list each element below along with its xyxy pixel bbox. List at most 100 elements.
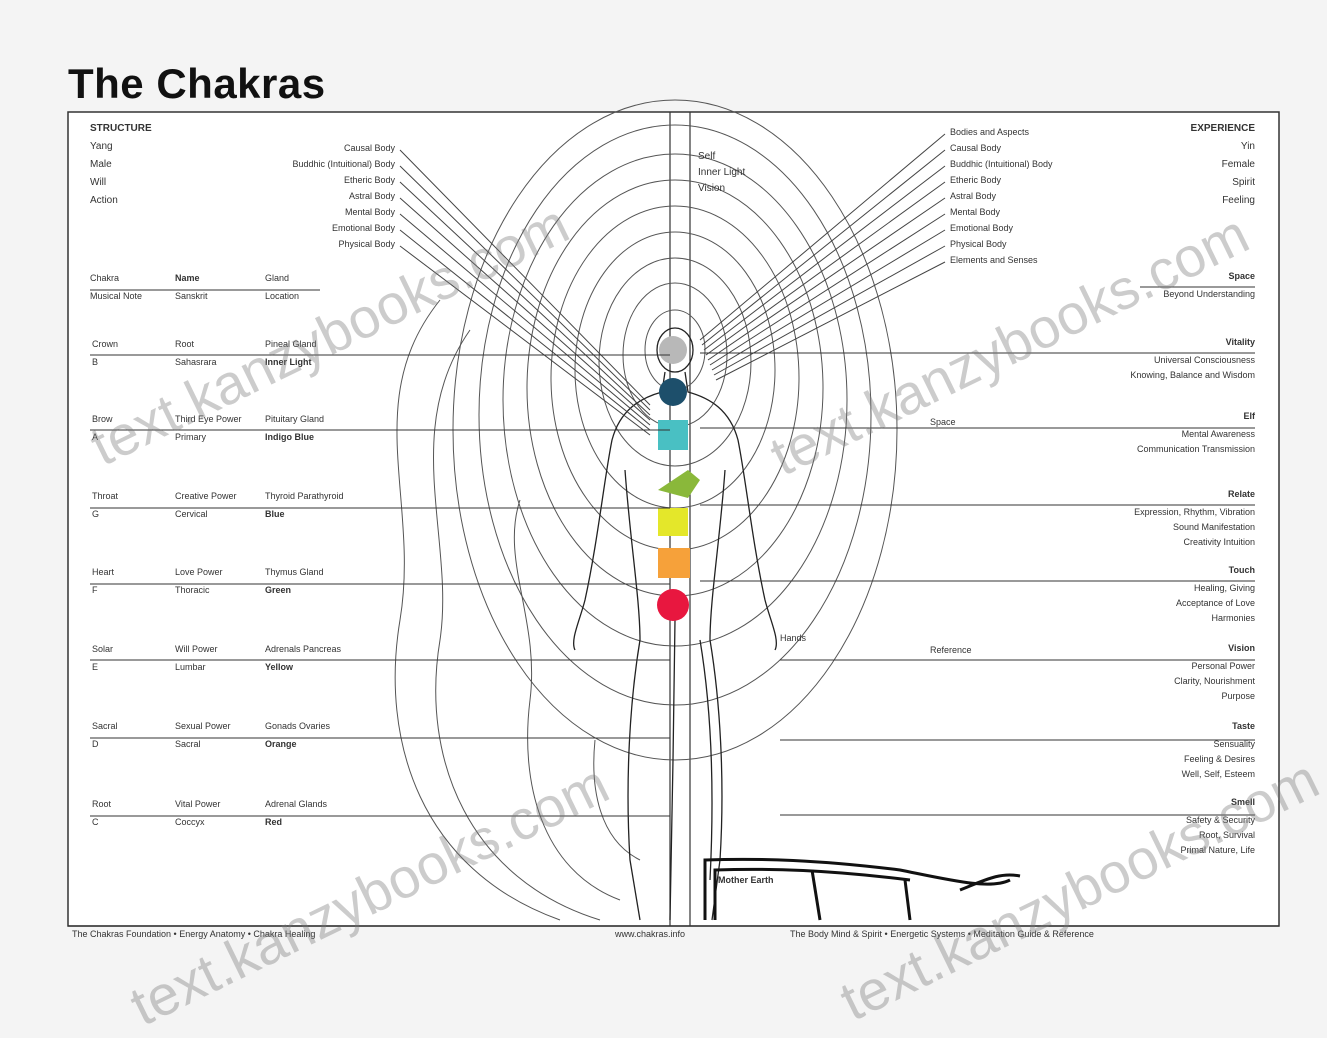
- structure-heading: STRUCTURE: [90, 124, 152, 134]
- left-row-cell: Primary: [175, 433, 206, 442]
- column-header: Chakra: [90, 274, 119, 283]
- left-row-cell: Love Power: [175, 568, 223, 577]
- left-body-label: Mental Body: [345, 208, 395, 217]
- right-row-line: Primal Nature, Life: [1180, 846, 1255, 855]
- left-row-cell: Sahasrara: [175, 358, 217, 367]
- left-row-cell: Will Power: [175, 645, 218, 654]
- left-row-cell: Sexual Power: [175, 722, 231, 731]
- left-row-cell: Root: [175, 340, 194, 349]
- right-row-line: Harmonies: [1211, 614, 1255, 623]
- right-row-name: Vision: [1228, 644, 1255, 653]
- column-header: Musical Note: [90, 292, 142, 301]
- experience-item: Yin: [1241, 142, 1255, 152]
- left-row-cell: E: [92, 663, 98, 672]
- left-row-cell: Solar: [92, 645, 113, 654]
- left-row-cell: A: [92, 433, 98, 442]
- left-row-cell: Inner Light: [265, 358, 312, 367]
- right-row-line: Sound Manifestation: [1173, 523, 1255, 532]
- right-body-label: Etheric Body: [950, 176, 1001, 185]
- right-body-label: Buddhic (Intuitional) Body: [950, 160, 1053, 169]
- left-row-cell: B: [92, 358, 98, 367]
- column-header: Name: [175, 274, 200, 283]
- right-body-label: Mental Body: [950, 208, 1000, 217]
- left-row-cell: Pituitary Gland: [265, 415, 324, 424]
- brow-chakra-dot: [659, 378, 687, 406]
- right-body-label: Physical Body: [950, 240, 1007, 249]
- right-body-label: Elements and Senses: [950, 256, 1038, 265]
- left-row-cell: Adrenals Pancreas: [265, 645, 341, 654]
- hands-label: Hands: [780, 634, 806, 643]
- experience-heading: EXPERIENCE: [1191, 124, 1255, 134]
- right-body-label: Astral Body: [950, 192, 996, 201]
- right-row-line: Healing, Giving: [1194, 584, 1255, 593]
- left-row-cell: Thoracic: [175, 586, 210, 595]
- right-row-line: Safety & Security: [1186, 816, 1255, 825]
- right-row-line: Beyond Understanding: [1163, 290, 1255, 299]
- left-row-cell: Throat: [92, 492, 118, 501]
- left-body-label: Emotional Body: [332, 224, 395, 233]
- left-row-cell: Creative Power: [175, 492, 237, 501]
- left-row-cell: Indigo Blue: [265, 433, 314, 442]
- right-row-name: Vitality: [1226, 338, 1255, 347]
- left-row-cell: Root: [92, 800, 111, 809]
- structure-item: Action: [90, 196, 118, 206]
- column-header: Gland: [265, 274, 289, 283]
- right-row-line: Sensuality: [1213, 740, 1255, 749]
- left-row-cell: Green: [265, 586, 291, 595]
- right-row-name: Smell: [1231, 798, 1255, 807]
- right-row-line: Acceptance of Love: [1176, 599, 1255, 608]
- column-header: Sanskrit: [175, 292, 208, 301]
- structure-item: Male: [90, 160, 112, 170]
- left-row-cell: Adrenal Glands: [265, 800, 327, 809]
- right-row-line: Purpose: [1221, 692, 1255, 701]
- left-body-label: Causal Body: [344, 144, 395, 153]
- left-row-cell: Brow: [92, 415, 113, 424]
- footer-right: The Body Mind & Spirit • Energetic Syste…: [790, 930, 1094, 939]
- right-row-line: Creativity Intuition: [1183, 538, 1255, 547]
- left-row-cell: Orange: [265, 740, 297, 749]
- right-row-name: Touch: [1229, 566, 1255, 575]
- left-row-cell: Crown: [92, 340, 118, 349]
- crown-chakra-dot: [659, 336, 687, 364]
- left-row-cell: Yellow: [265, 663, 293, 672]
- left-row-cell: Lumbar: [175, 663, 206, 672]
- left-row-cell: Red: [265, 818, 282, 827]
- column-header: Location: [265, 292, 299, 301]
- right-row-name: Space: [1228, 272, 1255, 281]
- left-row-cell: Coccyx: [175, 818, 205, 827]
- left-row-cell: Cervical: [175, 510, 208, 519]
- left-row-cell: C: [92, 818, 99, 827]
- root-chakra-dot: [657, 589, 689, 621]
- left-body-label: Etheric Body: [344, 176, 395, 185]
- structure-item: Will: [90, 178, 106, 188]
- left-row-cell: G: [92, 510, 99, 519]
- left-body-label: Buddhic (Intuitional) Body: [292, 160, 395, 169]
- right-row-line: Root, Survival: [1199, 831, 1255, 840]
- left-row-cell: Sacral: [175, 740, 201, 749]
- right-row-line: Personal Power: [1191, 662, 1255, 671]
- right-row-line: Knowing, Balance and Wisdom: [1130, 371, 1255, 380]
- right-row-name: Relate: [1228, 490, 1255, 499]
- experience-item: Female: [1222, 160, 1255, 170]
- center-top-label: Self: [698, 152, 715, 162]
- right-body-label: Causal Body: [950, 144, 1001, 153]
- left-row-cell: Thyroid Parathyroid: [265, 492, 344, 501]
- sacral-chakra-dot: [658, 548, 690, 578]
- right-body-label: Bodies and Aspects: [950, 128, 1029, 137]
- left-body-label: Astral Body: [349, 192, 395, 201]
- solar-chakra-dot: [658, 508, 688, 536]
- left-row-cell: Pineal Gland: [265, 340, 317, 349]
- experience-item: Feeling: [1222, 196, 1255, 206]
- reference-label: Reference: [930, 646, 972, 655]
- left-row-cell: D: [92, 740, 99, 749]
- right-row-line: Mental Awareness: [1182, 430, 1255, 439]
- mother-earth-label: Mother Earth: [718, 876, 774, 885]
- left-row-cell: Thymus Gland: [265, 568, 324, 577]
- throat-chakra-dot: [658, 420, 688, 450]
- footer-mid: www.chakras.info: [615, 930, 685, 939]
- left-row-cell: F: [92, 586, 98, 595]
- right-row-line: Expression, Rhythm, Vibration: [1134, 508, 1255, 517]
- center-top-label: Inner Light: [698, 168, 745, 178]
- experience-item: Spirit: [1232, 178, 1255, 188]
- center-top-label: Vision: [698, 184, 725, 194]
